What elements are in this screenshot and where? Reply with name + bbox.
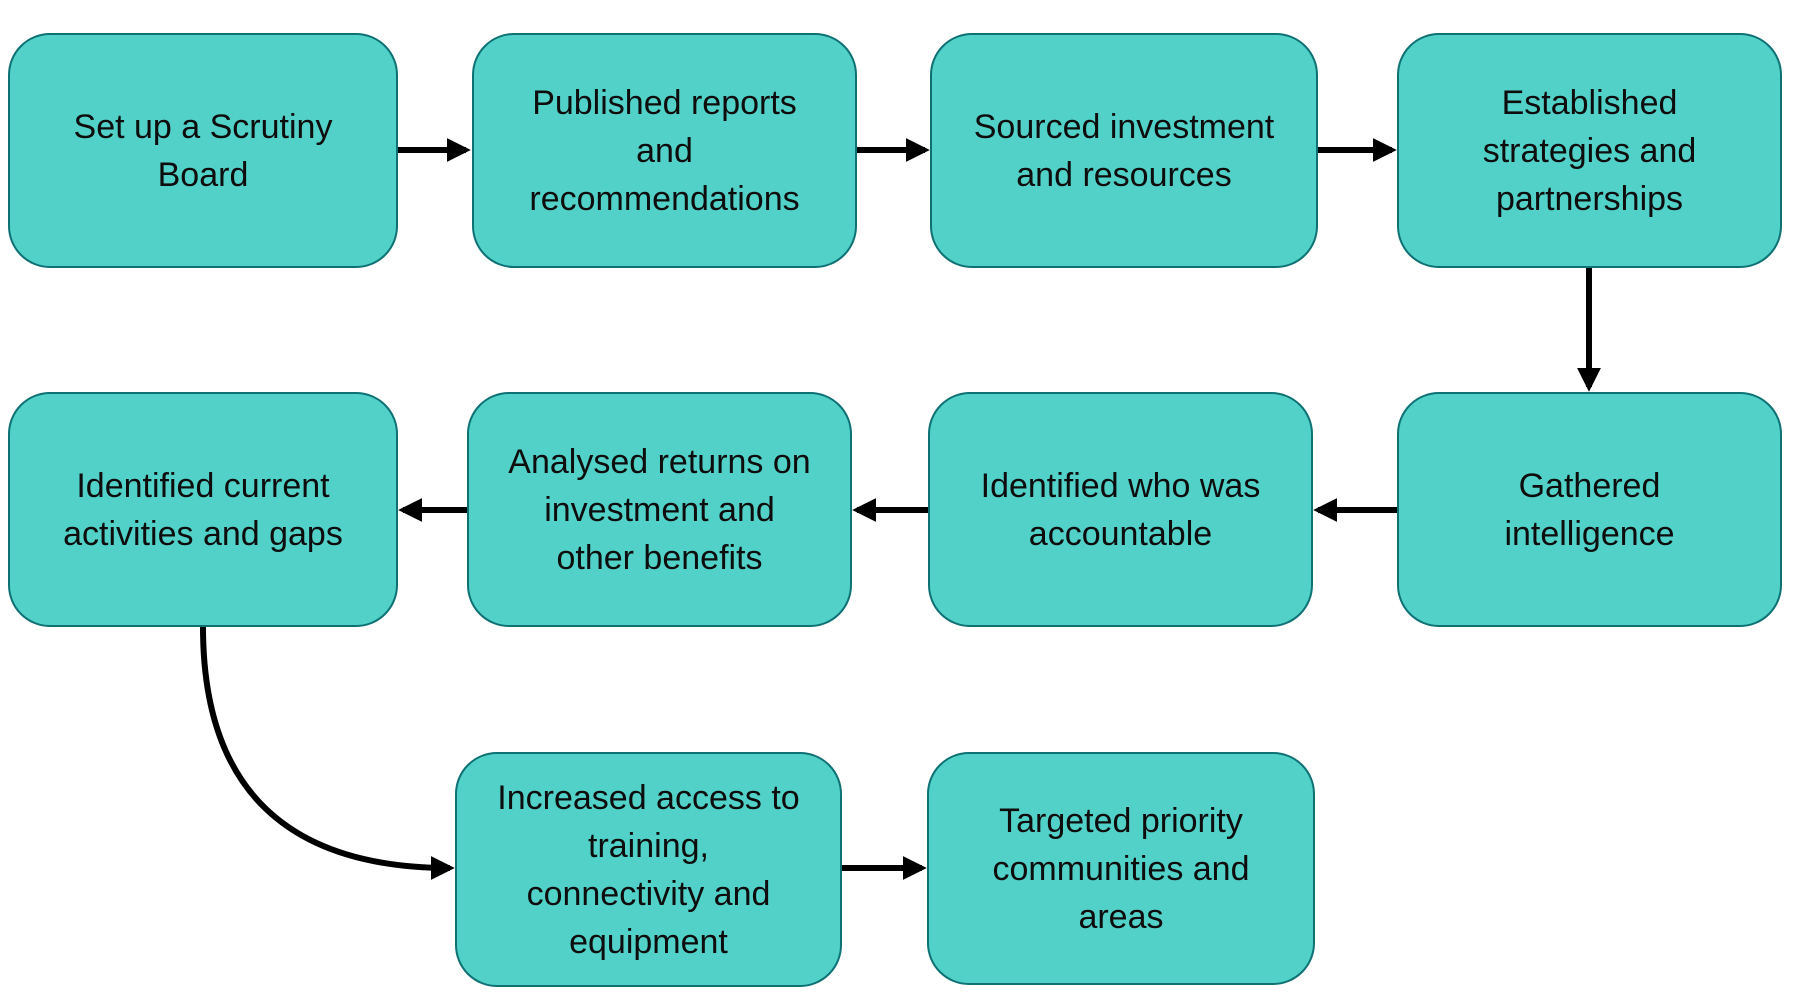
node-label-set-up-scrutiny-board: Set up a Scrutiny Board (73, 107, 333, 194)
node-sourced-investment: Sourced investment and resources (930, 33, 1318, 268)
node-analysed-returns: Analysed returns on investment and other… (467, 392, 852, 627)
node-identified-activities: Identified current activities and gaps (8, 392, 398, 627)
node-label-identified-activities: Identified current activities and gaps (63, 466, 343, 553)
node-label-identified-accountable: Identified who was accountable (980, 466, 1261, 553)
node-set-up-scrutiny-board: Set up a Scrutiny Board (8, 33, 398, 268)
node-label-analysed-returns: Analysed returns on investment and other… (508, 442, 811, 577)
node-targeted-priority: Targeted priority communities and areas (927, 752, 1315, 985)
arrow-identified-activities-to-increased-access (200, 626, 455, 880)
node-established-strategies: Established strategies and partnerships (1397, 33, 1782, 268)
node-label-gathered-intelligence: Gathered intelligence (1504, 466, 1675, 553)
node-increased-access: Increased access to training, connectivi… (455, 752, 842, 987)
node-identified-accountable: Identified who was accountable (928, 392, 1313, 627)
node-published-reports: Published reports and recommendations (472, 33, 857, 268)
node-label-established-strategies: Established strategies and partnerships (1482, 83, 1697, 218)
node-label-targeted-priority: Targeted priority communities and areas (992, 801, 1250, 936)
node-label-published-reports: Published reports and recommendations (529, 83, 800, 218)
node-gathered-intelligence: Gathered intelligence (1397, 392, 1782, 627)
node-label-sourced-investment: Sourced investment and resources (973, 107, 1275, 194)
node-label-increased-access: Increased access to training, connectivi… (497, 778, 800, 961)
